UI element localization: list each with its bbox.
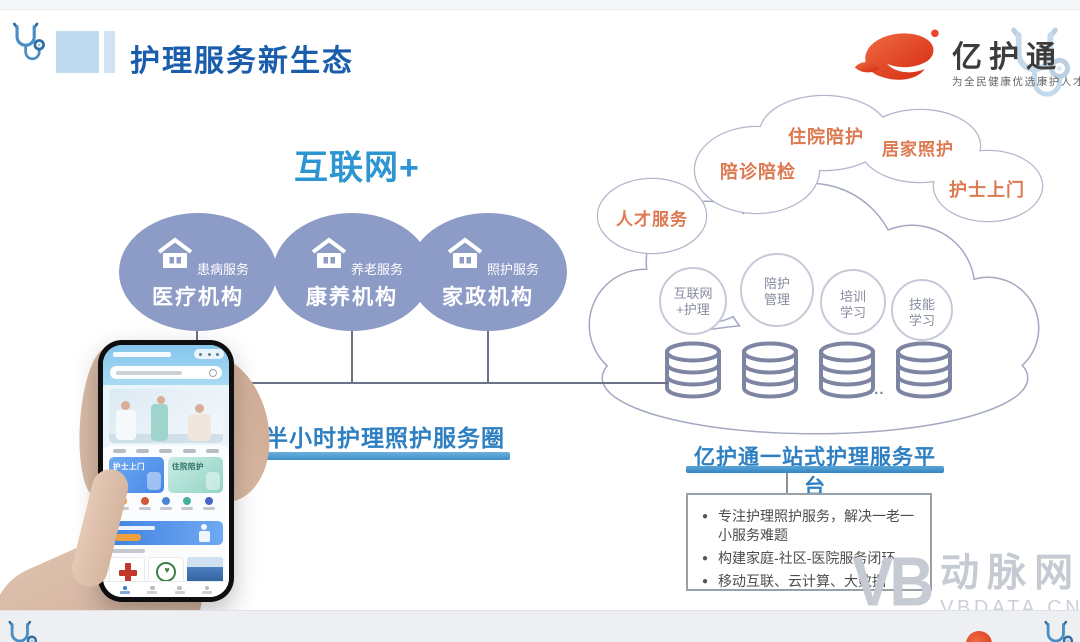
node-medical-institution: 患病服务 医疗机构 bbox=[119, 213, 277, 331]
internet-plus-label: 互联网+ bbox=[294, 149, 420, 187]
database-icon bbox=[665, 341, 721, 399]
node-wellness-institution: 养老服务 康养机构 bbox=[273, 213, 431, 331]
bottom-page-strip bbox=[0, 610, 1080, 642]
brand-logo: 亿护通 为全民健康优选康护人才 bbox=[852, 16, 1080, 100]
house-icon bbox=[157, 237, 193, 268]
card-hospital-care[interactable]: 住院陪护 bbox=[168, 457, 223, 493]
database-icon bbox=[819, 341, 875, 399]
database-ellipsis: ... bbox=[869, 381, 885, 398]
node-housekeeping-institution: 照护服务 家政机构 bbox=[409, 213, 567, 331]
next-slide-logo-peek bbox=[966, 631, 992, 642]
header-deco-bar bbox=[104, 31, 115, 73]
stethoscope-icon bbox=[12, 22, 46, 61]
house-icon bbox=[447, 237, 483, 268]
bubble-talent-service: 人才服务 bbox=[616, 210, 688, 229]
platform-points-box: 专注护理照护服务，解决一老一小服务难题 构建家庭-社区-医院服务闭环 移动互联、… bbox=[686, 493, 932, 591]
app-content-sheet: 护士上门 住院陪护 bbox=[103, 445, 229, 597]
category-tabs[interactable] bbox=[103, 449, 229, 453]
top-page-strip bbox=[0, 0, 1080, 10]
database-icon bbox=[742, 341, 798, 399]
service-circle-underline bbox=[260, 452, 510, 460]
platform-point: 移动互联、云计算、大数据 bbox=[694, 572, 922, 591]
brand-bird-icon bbox=[854, 29, 939, 80]
node-service-label: 照护服务 bbox=[487, 262, 540, 277]
smartphone: 护士上门 住院陪护 bbox=[98, 340, 234, 602]
watermark-name: 动脉网 bbox=[940, 552, 1080, 595]
app-screen: 护士上门 住院陪护 bbox=[103, 345, 229, 597]
node-service-label: 养老服务 bbox=[351, 262, 404, 277]
cloud-item-internet-nursing: 互联网 +护理 bbox=[673, 286, 713, 318]
brand-name: 亿护通 bbox=[952, 41, 1063, 74]
node-name: 家政机构 bbox=[442, 286, 534, 309]
promo-banner[interactable] bbox=[109, 521, 223, 545]
cloud-item-skills: 技能 学习 bbox=[908, 297, 935, 329]
network-horizontal-line bbox=[218, 382, 668, 384]
header-deco-square bbox=[56, 31, 99, 73]
bubble-escort-exam: 陪诊陪检 bbox=[720, 162, 796, 182]
app-tab-bar[interactable] bbox=[103, 581, 229, 597]
platform-point: 构建家庭-社区-医院服务闭环 bbox=[694, 549, 922, 568]
search-placeholder-bar bbox=[116, 371, 182, 375]
bubble-home-care: 居家照护 bbox=[882, 140, 954, 159]
node-service-label: 患病服务 bbox=[197, 262, 250, 277]
bubble-hospital-care: 住院陪护 bbox=[788, 127, 864, 147]
watermark-logo: VB bbox=[852, 543, 934, 622]
connector-stub bbox=[351, 331, 353, 383]
app-title-bar bbox=[113, 352, 171, 357]
platform-connector bbox=[786, 473, 788, 493]
brand-tagline: 为全民健康优选康护人才 bbox=[952, 76, 1080, 88]
cloud-item-care-management: 陪护 管理 bbox=[763, 276, 790, 308]
node-name: 医疗机构 bbox=[152, 286, 244, 309]
search-icon bbox=[209, 369, 217, 377]
section-title-bar bbox=[109, 549, 145, 553]
platform-underline bbox=[686, 466, 944, 473]
platform-point: 专注护理照护服务，解决一老一小服务难题 bbox=[694, 507, 922, 545]
node-name: 康养机构 bbox=[306, 286, 398, 309]
stethoscope-icon bbox=[1044, 620, 1074, 642]
promo-button[interactable] bbox=[115, 534, 141, 541]
stethoscope-icon bbox=[8, 620, 38, 642]
search-input[interactable] bbox=[110, 366, 222, 379]
database-icon bbox=[896, 341, 952, 399]
bubble-nurse-visit: 护士上门 bbox=[949, 180, 1025, 200]
platform-cloud bbox=[588, 94, 1044, 435]
app-header bbox=[103, 345, 229, 385]
house-icon bbox=[311, 237, 347, 268]
service-circle-label: 半小时护理照护服务圈 bbox=[265, 425, 505, 451]
connector-stub bbox=[487, 331, 489, 383]
app-banner-photo[interactable] bbox=[109, 389, 223, 443]
mini-program-pill[interactable] bbox=[194, 349, 224, 359]
cloud-item-training: 培训 学习 bbox=[839, 289, 866, 321]
page-title: 护理服务新生态 bbox=[130, 45, 354, 78]
